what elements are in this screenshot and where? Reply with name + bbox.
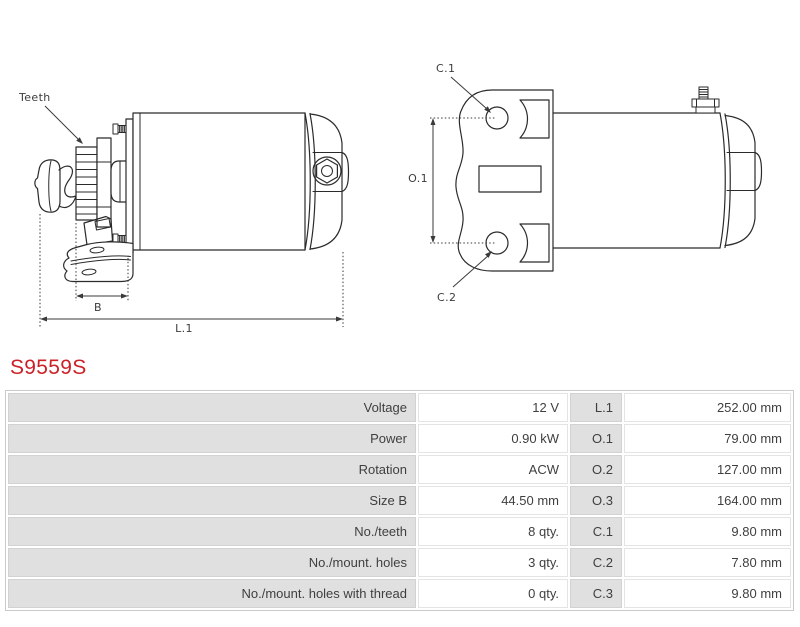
c1-callout: C.1 bbox=[436, 62, 491, 113]
dim-value: 9.80 mm bbox=[624, 579, 791, 608]
spec-row-mount-holes-thread: No./mount. holes with thread 0 qty. C.3 … bbox=[8, 579, 791, 608]
spec-value: 3 qty. bbox=[418, 548, 568, 577]
spec-value: 44.50 mm bbox=[418, 486, 568, 515]
spec-row-rotation: Rotation ACW O.2 127.00 mm bbox=[8, 455, 791, 484]
c2-callout: C.2 bbox=[437, 251, 492, 304]
flange-cutout-top bbox=[519, 99, 550, 139]
spec-row-size-b: Size B 44.50 mm O.3 164.00 mm bbox=[8, 486, 791, 515]
c1-label: C.1 bbox=[436, 62, 455, 75]
spec-label: Rotation bbox=[8, 455, 416, 484]
flange-cutout-middle bbox=[478, 165, 542, 193]
dim-label: C.2 bbox=[570, 548, 622, 577]
spec-value: ACW bbox=[418, 455, 568, 484]
spec-label: No./teeth bbox=[8, 517, 416, 546]
shaft-end-cap bbox=[34, 159, 61, 213]
drive-shaft bbox=[58, 165, 77, 209]
spec-label: No./mount. holes with thread bbox=[8, 579, 416, 608]
dim-value: 7.80 mm bbox=[624, 548, 791, 577]
dim-label: O.3 bbox=[570, 486, 622, 515]
dim-label: O.2 bbox=[570, 455, 622, 484]
teeth-arrow bbox=[44, 105, 79, 140]
spec-row-teeth: No./teeth 8 qty. C.1 9.80 mm bbox=[8, 517, 791, 546]
front-plate bbox=[125, 118, 134, 254]
teeth-callout: Teeth bbox=[18, 91, 83, 144]
spec-value: 12 V bbox=[418, 393, 568, 422]
dim-label: C.3 bbox=[570, 579, 622, 608]
o1-label: O.1 bbox=[408, 172, 428, 185]
part-number: S9559S bbox=[10, 356, 87, 379]
motor-flange-view: C.1 O.1 C.2 bbox=[408, 62, 763, 304]
teeth-label: Teeth bbox=[18, 91, 51, 104]
spec-row-voltage: Voltage 12 V L.1 252.00 mm bbox=[8, 393, 791, 422]
dim-label: L.1 bbox=[570, 393, 622, 422]
spec-row-power: Power 0.90 kW O.1 79.00 mm bbox=[8, 424, 791, 453]
spec-label: Size B bbox=[8, 486, 416, 515]
spec-label: Power bbox=[8, 424, 416, 453]
dimension-l1: L.1 bbox=[39, 214, 344, 335]
dim-value: 9.80 mm bbox=[624, 517, 791, 546]
motor-body bbox=[132, 112, 306, 251]
dimension-b: B bbox=[75, 223, 129, 314]
dim-value: 164.00 mm bbox=[624, 486, 791, 515]
terminal-stud bbox=[691, 86, 720, 114]
spec-value: 0 qty. bbox=[418, 579, 568, 608]
dim-label: O.1 bbox=[570, 424, 622, 453]
flange-cutout-bottom bbox=[519, 223, 550, 263]
starter-motor-diagram: Teeth B bbox=[18, 62, 763, 335]
size-b-label: B bbox=[94, 301, 102, 314]
through-bolt-top bbox=[112, 123, 127, 135]
dim-value: 79.00 mm bbox=[624, 424, 791, 453]
motor-rear-cap bbox=[304, 112, 350, 251]
dim-value: 252.00 mm bbox=[624, 393, 791, 422]
c2-label: C.2 bbox=[437, 291, 456, 304]
spec-label: Voltage bbox=[8, 393, 416, 422]
motor-body-rear-view bbox=[552, 112, 763, 249]
bearing-hub bbox=[110, 160, 130, 203]
technical-drawings: Teeth B bbox=[18, 62, 763, 335]
spec-value: 8 qty. bbox=[418, 517, 568, 546]
spec-value: 0.90 kW bbox=[418, 424, 568, 453]
motor-side-view: Teeth B bbox=[18, 91, 350, 335]
mounting-bracket bbox=[63, 215, 134, 283]
gear-collar bbox=[96, 137, 112, 228]
specs-table: Voltage 12 V L.1 252.00 mm Power 0.90 kW… bbox=[5, 390, 794, 611]
hex-nut bbox=[312, 156, 342, 186]
mounting-flange bbox=[455, 89, 554, 272]
pinion-gear bbox=[75, 146, 98, 221]
dim-label: C.1 bbox=[570, 517, 622, 546]
length-l1-label: L.1 bbox=[175, 322, 193, 335]
dimension-o1: O.1 bbox=[408, 117, 495, 244]
dim-value: 127.00 mm bbox=[624, 455, 791, 484]
spec-label: No./mount. holes bbox=[8, 548, 416, 577]
spec-row-mount-holes: No./mount. holes 3 qty. C.2 7.80 mm bbox=[8, 548, 791, 577]
